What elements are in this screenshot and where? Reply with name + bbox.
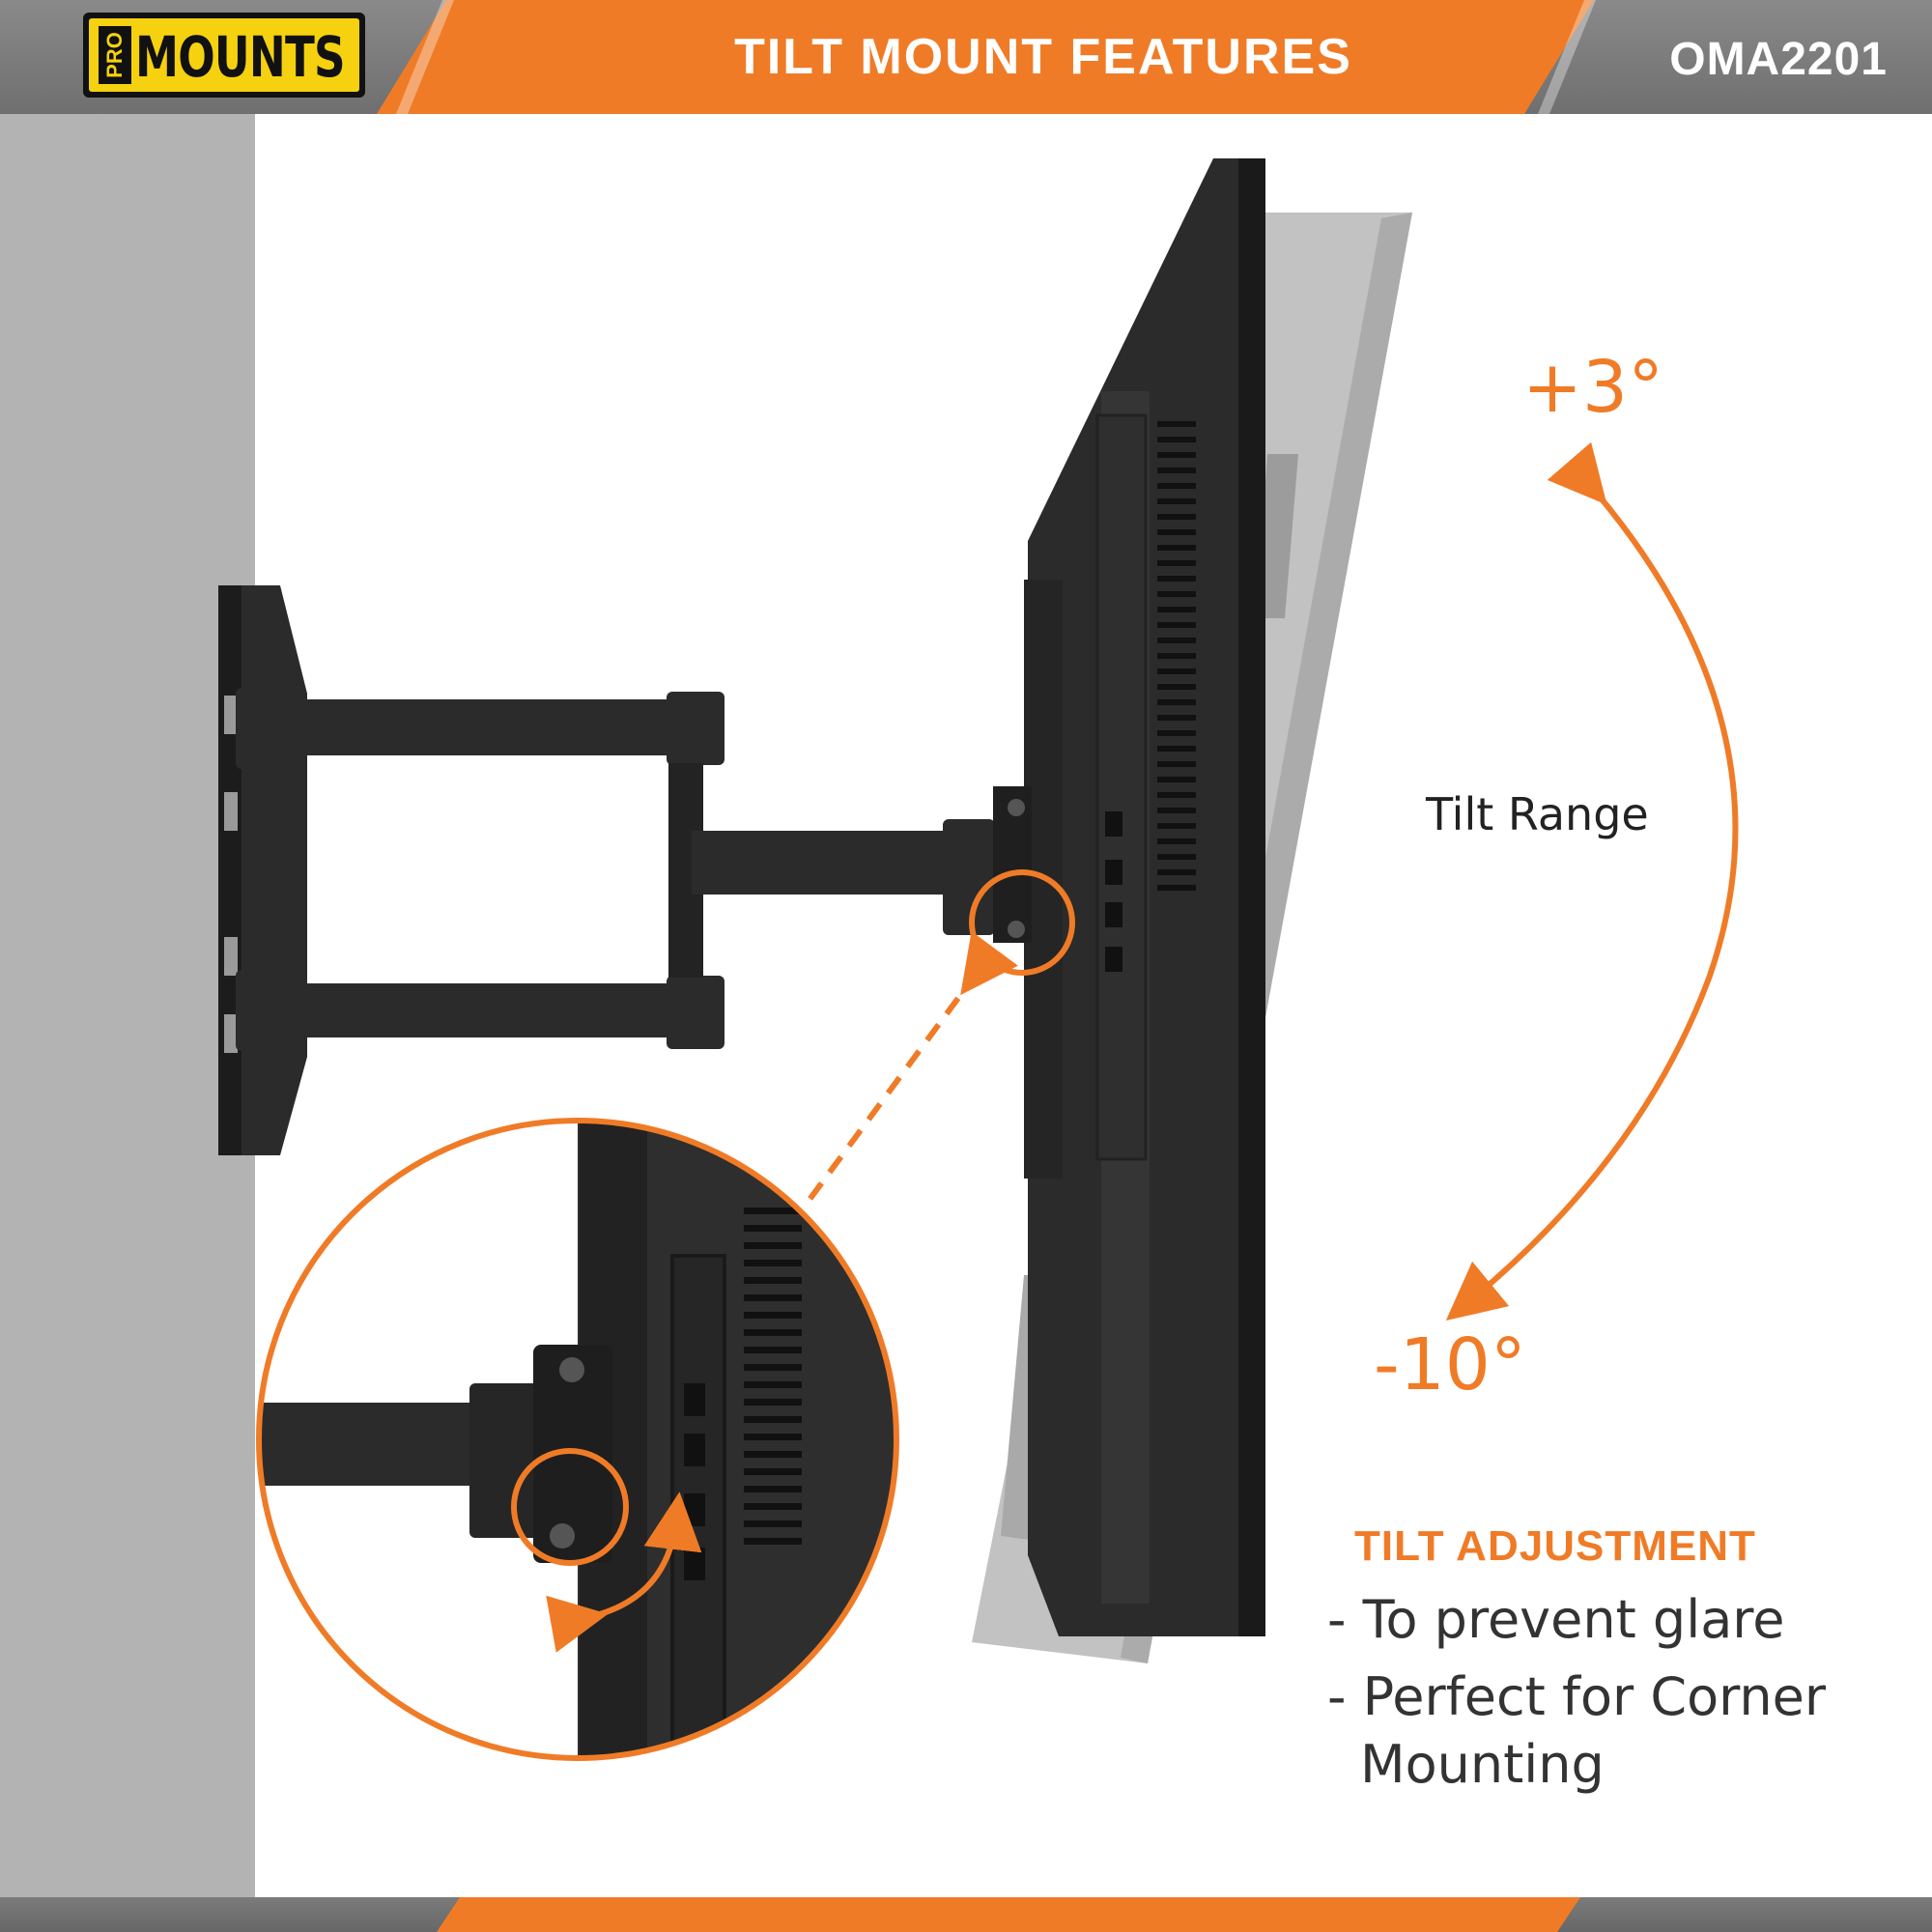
zoom-circle-border — [256, 1118, 899, 1761]
logo-pro-box: PRO — [99, 26, 131, 84]
wall — [0, 114, 255, 1897]
header-orange-panel — [377, 0, 1594, 114]
logo-mounts-text: MOUNTS — [135, 24, 346, 90]
tv-ports — [1105, 811, 1122, 972]
logo-plate: PRO MOUNTS — [89, 18, 359, 92]
wall-plate — [218, 585, 307, 1155]
zoom-detail — [256, 1118, 899, 1761]
feature-bullet-corner: - Perfect for Corner — [1327, 1666, 1827, 1727]
tilt-down-angle: -10° — [1374, 1323, 1526, 1406]
tilt-range-label: Tilt Range — [1426, 788, 1649, 840]
footer-orange-panel — [437, 1897, 1580, 1932]
page-title: TILT MOUNT FEATURES — [734, 29, 1352, 85]
tilt-range-arc-icon — [1445, 441, 1739, 1321]
feature-bullet-corner-continued: Mounting — [1360, 1734, 1605, 1795]
footer-bar — [0, 1897, 1932, 1932]
feature-bullet-glare: - To prevent glare — [1327, 1589, 1785, 1650]
promounts-logo: PRO MOUNTS — [83, 13, 365, 98]
tilt-adjustment-heading: TILT ADJUSTMENT — [1354, 1522, 1756, 1570]
mount-arms — [236, 688, 1032, 1051]
tilt-up-angle: +3° — [1522, 346, 1664, 429]
highlight-circle — [969, 869, 1075, 976]
tv-vents — [1157, 421, 1196, 891]
header-banner: TILT MOUNT FEATURES OMA2201 PRO MOUNTS — [0, 0, 1932, 114]
model-code: OMA2201 — [1669, 34, 1888, 85]
tv-main — [1024, 158, 1265, 1636]
